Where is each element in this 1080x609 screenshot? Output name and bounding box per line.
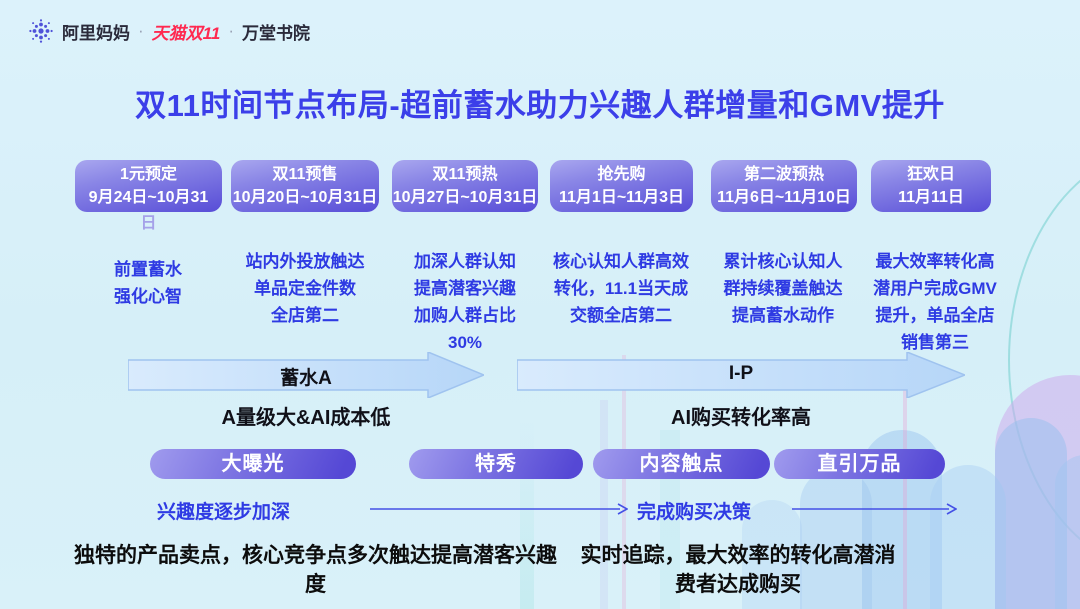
stage-desc-1: 前置蓄水 强化心智 — [114, 260, 182, 306]
stage-desc-2: 站内外投放触达 单品定金件数 全店第二 — [245, 252, 365, 325]
stage-date: 10月27日~10月31日 — [392, 189, 538, 206]
brand-header: 阿里妈妈 · 天猫双11 · 万堂书院 — [28, 18, 310, 44]
stage-box-second-preheat: 第二波预热 11月6日~11月10日 — [711, 160, 857, 212]
phase-arrow-storage: 蓄水A A量级大&AI成本低 — [128, 352, 484, 429]
stage-date: 9月24日~10月31 — [88, 189, 209, 206]
pill-texiu: 特秀 — [409, 449, 583, 479]
stage-name: 抢先购 — [597, 166, 646, 183]
brand-separator: · — [138, 21, 144, 40]
stage-date: 11月6日~11月10日 — [717, 189, 851, 206]
stage-name: 双11预热 — [432, 166, 498, 183]
stage-name: 双11预售 — [272, 166, 338, 183]
right-arrow-icon — [792, 503, 957, 515]
stage-name: 狂欢日 — [906, 166, 955, 183]
stage-desc-6: 最大效率转化高 潜用户完成GMV 提升，单品全店 销售第三 — [873, 252, 997, 352]
right-arrow-icon — [370, 503, 628, 515]
stage-box-early-buy: 抢先购 11月1日~11月3日 — [550, 160, 693, 212]
phase-arrow-ip: I-P AI购买转化率高 — [517, 352, 965, 429]
stage-date-overflow: 日 — [140, 215, 157, 232]
phase-note: A量级大&AI成本低 — [221, 407, 391, 429]
brand-separator: · — [228, 21, 234, 40]
decor-wave-bar — [1055, 455, 1080, 609]
decor-lavender-blob — [995, 375, 1080, 609]
stage-desc-5: 累计核心认知人 群持续覆盖触达 提高蓄水动作 — [723, 252, 843, 325]
footnote-left: 独特的产品卖点，核心竞争点多次触达提高潜客兴趣度 — [74, 544, 557, 596]
block-arrow-icon — [517, 352, 965, 398]
pill-direct-products: 直引万品 — [774, 449, 945, 479]
brand-name-wantang: 万堂书院 — [242, 23, 310, 43]
stage-box-preheat: 双11预热 10月27日~10月31日 — [392, 160, 538, 212]
decor-wave-bar — [995, 418, 1067, 609]
stage-date: 10月20日~10月31日 — [232, 189, 378, 206]
decor-teal-arc — [1008, 148, 1080, 572]
block-arrow-icon — [128, 352, 484, 398]
brand-name-alimama: 阿里妈妈 — [62, 23, 130, 43]
page-title: 双11时间节点布局-超前蓄水助力兴趣人群增量和GMV提升 — [135, 88, 945, 123]
pill-big-exposure: 大曝光 — [150, 449, 356, 479]
stage-name: 1元预定 — [120, 166, 177, 183]
brand-name-tmall-double11: 天猫双11 — [151, 23, 221, 43]
alimama-logo-icon — [29, 19, 53, 43]
stage-box-1yuan-preorder: 1元预定 9月24日~10月31 日 — [75, 160, 222, 232]
phase-label: I-P — [728, 363, 754, 384]
stage-date: 11月11日 — [898, 189, 964, 206]
footnote-right: 实时追踪，最大效率的转化高潜消费者达成购买 — [580, 544, 896, 596]
phase-note: AI购买转化率高 — [671, 407, 811, 429]
phase-label: 蓄水A — [280, 368, 332, 389]
decor-wave-bar — [930, 465, 1006, 609]
stage-box-carnival-day: 狂欢日 11月11日 — [871, 160, 991, 212]
stage-date: 11月1日~11月3日 — [559, 189, 684, 206]
stage-desc-4: 核心认知人群高效 转化，11.1当天成 交额全店第二 — [553, 252, 689, 325]
stage-name: 第二波预热 — [743, 166, 824, 183]
journey-label-purchase: 完成购买决策 — [637, 502, 752, 523]
stage-desc-3: 加深人群认知 提高潜客兴趣 加购人群占比 30% — [414, 252, 516, 352]
pill-content-touchpoint: 内容触点 — [593, 449, 770, 479]
journey-label-interest: 兴趣度逐步加深 — [157, 502, 291, 523]
stage-box-presale: 双11预售 10月20日~10月31日 — [231, 160, 379, 212]
